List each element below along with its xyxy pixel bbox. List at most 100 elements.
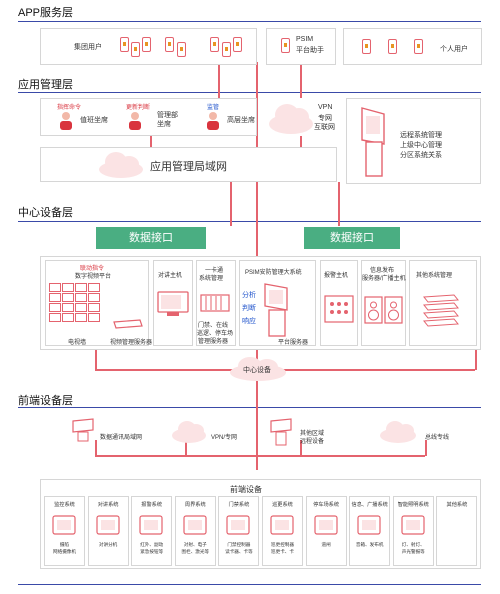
phone-icon	[131, 42, 140, 57]
separator	[18, 407, 481, 408]
front-system-box	[436, 496, 478, 566]
phone-icon	[233, 37, 242, 52]
supervise-cmd: 监管	[207, 105, 220, 111]
front-system-caption: 巡更卡、卡	[271, 549, 294, 554]
bus-cloud-icon	[378, 420, 418, 444]
front-device-icon	[95, 515, 120, 535]
psim-helper-line1: PSIM	[296, 36, 314, 43]
remote-line3: 分区系统关系	[400, 152, 442, 159]
front-device-icon	[183, 515, 207, 535]
layer-title-app: APP服务层	[18, 7, 74, 19]
duty-label: 值班坐席	[80, 117, 108, 124]
vpn-line2: 专网	[318, 115, 332, 122]
vpn-line1: VPN	[318, 104, 333, 111]
remote-line1: 远程系统管理	[400, 132, 442, 139]
front-system-caption: 紧急按钮等	[140, 549, 164, 554]
personal-user-label: 个人用户	[440, 46, 468, 53]
front-system-name: 信息、广播系统	[351, 502, 388, 508]
card-line1: 一卡通	[205, 268, 224, 274]
kiosk-icon	[361, 107, 385, 177]
center-device-label: 中心设备	[243, 367, 271, 374]
psim-system-label: PSIM安防管理大系统	[245, 270, 302, 276]
phone-icon	[120, 37, 129, 52]
operator-icon	[207, 112, 219, 130]
vpn-cloud-icon	[265, 100, 315, 135]
connector-line	[300, 136, 302, 148]
front-device-icon	[313, 515, 338, 535]
front-device-icon	[401, 515, 425, 535]
front-system-caption: 红外、副动	[140, 542, 164, 547]
connector-line	[300, 62, 302, 98]
psim-kiosk-icon	[264, 283, 288, 337]
psim-helper-panel	[266, 28, 336, 65]
card-item-2: 巡逻、停车场	[197, 331, 234, 337]
separator	[18, 21, 481, 22]
group-user-label: 集团用户	[74, 44, 102, 51]
other-zone-line1: 其他区域	[300, 431, 325, 437]
server-rack-icon	[200, 294, 230, 312]
lan-panel	[40, 147, 337, 182]
center-device-cloud-icon	[228, 356, 288, 382]
card-item-3: 管理服务器	[198, 339, 229, 345]
dept-label-line2: 坐席	[157, 121, 171, 128]
broadcast-line2: 服务器/广播主机	[362, 276, 406, 282]
front-system-name: 监控系统	[54, 502, 75, 508]
remote-device-icon	[270, 418, 292, 446]
separator	[18, 584, 481, 585]
front-device-icon	[357, 515, 381, 535]
other-zone-line2: 远程设备	[300, 439, 325, 445]
lan-cloud-icon	[97, 149, 145, 179]
connector-line	[95, 348, 97, 370]
tv-wall-icon	[49, 283, 103, 333]
front-device-icon	[139, 515, 163, 535]
intercom-label: 对讲主机	[158, 273, 183, 279]
server-stack-icon	[423, 294, 459, 327]
front-system-name: 对讲系统	[97, 502, 119, 508]
front-system-caption: 摄陷	[59, 542, 70, 547]
separator	[18, 92, 481, 93]
front-system-caption: 对射、电子	[183, 542, 207, 547]
lan-label: 应用管理局域网	[150, 161, 227, 173]
card-line2: 系统管理	[199, 276, 224, 282]
card-item-1: 门禁、在线	[198, 323, 229, 329]
lan-switch-icon	[72, 418, 94, 442]
phone-icon	[177, 42, 186, 57]
psim-analyze: 分析	[242, 292, 256, 299]
front-device-title: 前端设备	[230, 485, 262, 494]
alarm-host-label: 报警主机	[324, 273, 349, 279]
data-interface-left: 数据接口	[96, 227, 206, 249]
front-system-caption: 围栏、激光等	[181, 549, 210, 554]
operator-icon	[129, 112, 141, 130]
bus-label: 总线专线	[425, 435, 450, 441]
phone-icon	[165, 37, 174, 52]
other-mgmt-panel	[409, 260, 477, 346]
front-system-caption: 巡更控制器	[271, 542, 294, 547]
layer-title-front: 前端设备层	[18, 395, 73, 407]
front-system-name: 其他系统	[446, 502, 468, 508]
front-system-name: 停车场系统	[313, 502, 340, 508]
data-interface-right: 数据接口	[304, 227, 400, 249]
phone-icon	[362, 39, 371, 54]
front-system-caption: 读卡器、卡等	[225, 549, 253, 554]
front-device-icon	[52, 515, 76, 535]
connector-line	[338, 182, 340, 226]
broadcast-line1: 信息发布	[370, 268, 395, 274]
psim-judge: 判断	[242, 305, 256, 312]
vpn-line3: 互联网	[314, 124, 335, 131]
duty-cmd: 指挥命令	[57, 105, 82, 111]
phone-icon	[210, 37, 219, 52]
phone-icon	[222, 42, 231, 57]
phone-icon	[281, 38, 290, 53]
front-system-caption: 声光警报等	[401, 549, 425, 554]
connector-line	[425, 440, 427, 456]
front-device-icon	[226, 515, 250, 535]
intercom-monitor-icon	[157, 291, 189, 316]
data-net-label: 数据通讯局域网	[100, 435, 143, 441]
nvr-icon	[113, 319, 143, 329]
phone-icon	[414, 39, 423, 54]
front-vpn-cloud-icon	[170, 420, 208, 444]
phone-icon	[142, 37, 151, 52]
front-system-name: 智能照明系统	[397, 502, 429, 508]
video-server-label: 视频管理服务器	[110, 340, 153, 346]
dept-label-line1: 管理部	[157, 112, 178, 119]
